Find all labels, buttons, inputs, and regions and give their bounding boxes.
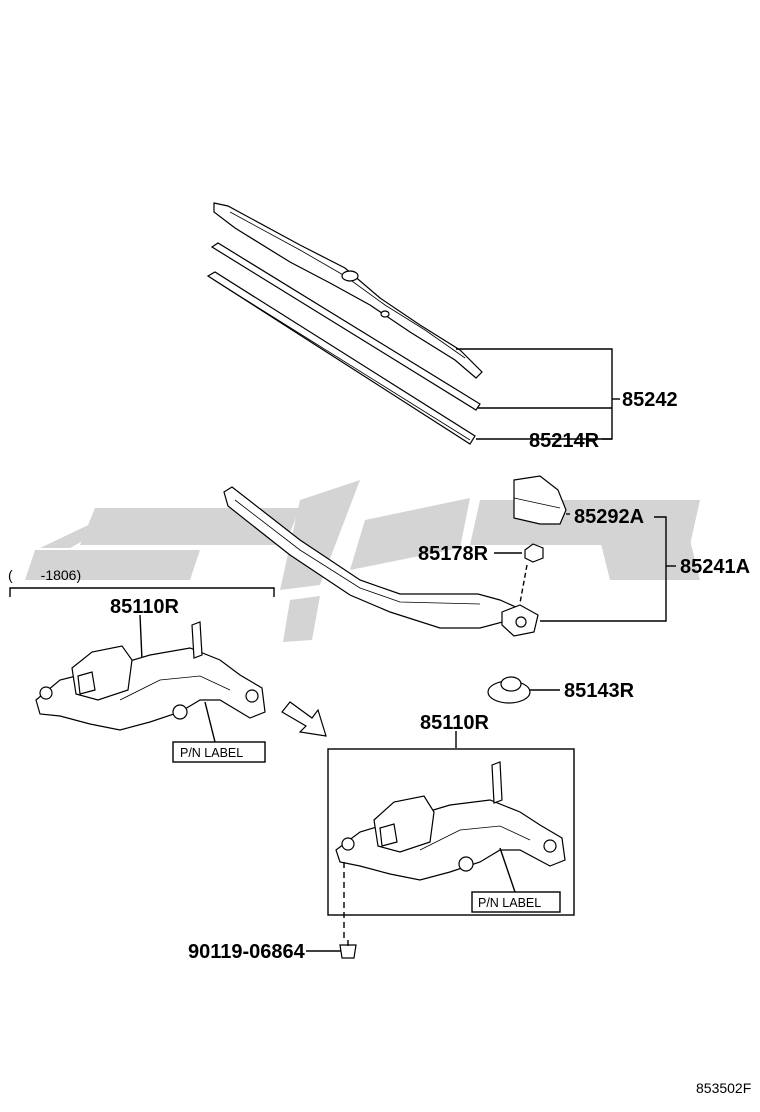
part-number-85143R: 85143R (564, 680, 635, 702)
leader-lines (9, 348, 676, 952)
part-number-85178R: 85178R (418, 543, 489, 565)
pn-label-right: P/N LABEL (478, 896, 541, 910)
supersession-arrow (281, 701, 327, 737)
applicability-note: ( -1806) (8, 567, 81, 583)
wiper-arm-cap-85292A (513, 475, 567, 525)
part-number-85241A: 85241A (680, 556, 750, 578)
wiper-blade-85242 (206, 202, 483, 445)
part-number-90119-06864: 90119-06864 (188, 941, 306, 963)
part-number-85242: 85242 (622, 389, 678, 411)
new-motor-frame (327, 748, 575, 916)
watermark-logo (25, 480, 700, 642)
part-number-85110R-old: 85110R (110, 596, 180, 618)
bolt-90119-06864 (339, 940, 357, 959)
pn-label-left: P/N LABEL (180, 746, 243, 760)
grommet-85143R (487, 676, 531, 704)
wiper-arm-85241A (223, 486, 539, 637)
part-number-85292A: 85292A (574, 506, 644, 528)
wiper-motor-85110R-old (35, 621, 266, 743)
part-number-85110R-new: 85110R (420, 712, 490, 734)
part-number-85214R: 85214R (529, 430, 600, 452)
nut-85178R (519, 543, 544, 604)
wiper-motor-85110R-new (335, 761, 566, 940)
diagram-code: 853502F (696, 1080, 751, 1096)
